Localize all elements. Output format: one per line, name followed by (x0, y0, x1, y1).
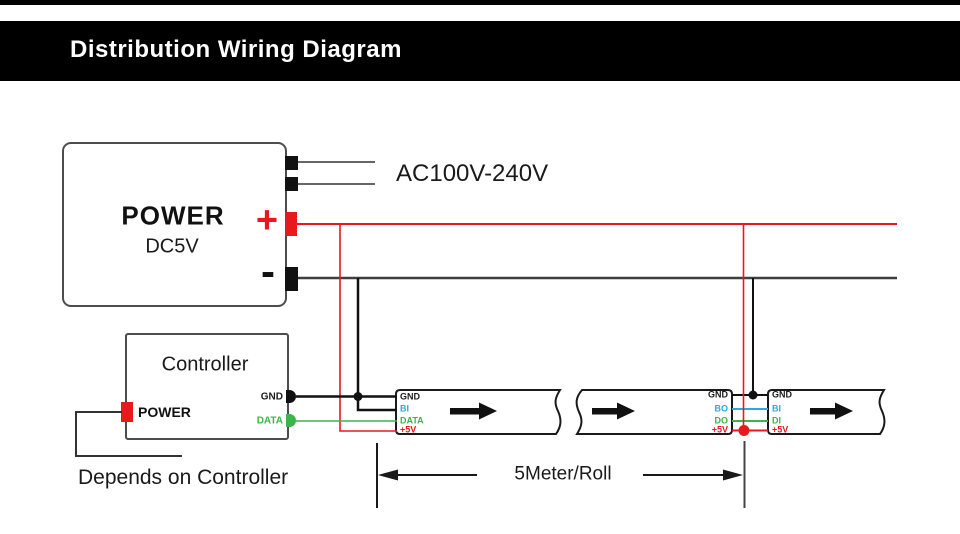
junction-dot-5v (738, 425, 750, 436)
junction-dot-gnd-1 (353, 392, 363, 401)
minus-symbol: - (261, 247, 275, 295)
page-title: Distribution Wiring Diagram (70, 35, 402, 63)
ac-input-label: AC100V-240V (396, 160, 549, 187)
strip1-pin-bi: BI (400, 403, 409, 414)
controller-power-wire (75, 411, 182, 457)
ground-branch-1-wire (356, 278, 397, 412)
ac-terminal-2 (285, 177, 298, 191)
strip3-pin-gnd: GND (772, 389, 792, 400)
strip2-pin-bo: BO (714, 403, 729, 414)
str3-pin-5v: +5V (772, 424, 789, 434)
strip1-pin-data: DATA (400, 415, 424, 425)
negative-terminal (285, 267, 298, 291)
plus-symbol: + (255, 199, 279, 242)
arrow-right-icon-1 (450, 402, 497, 420)
arrow-right-icon-2 (592, 402, 635, 420)
led-strip-segment-2 (575, 389, 733, 435)
controller-power-terminal (121, 402, 133, 422)
strip2-pin-do: DO (714, 415, 729, 425)
strip2-pin-5v: +5V (711, 424, 728, 434)
strip1-pin-gnd: GND (400, 391, 420, 401)
strip2-pin-gnd: GND (708, 389, 728, 400)
ac-terminal-1 (285, 156, 298, 170)
junction-dot-gnd-2 (748, 390, 758, 400)
controller-label: Controller (161, 353, 249, 376)
controller-power-label: POWER (138, 404, 191, 420)
positive-branch-1-wire (339, 224, 397, 432)
strip1-pin-5v: +5V (400, 424, 417, 434)
controller-data-pin-label: DATA (256, 415, 283, 427)
dimension-arrowhead-right-icon (723, 469, 743, 481)
power-supply-voltage: DC5V (145, 235, 199, 258)
strip3-pin-bi: BI (772, 403, 781, 414)
controller-gnd-pin (286, 390, 296, 403)
controller-gnd-pin-label: GND (260, 391, 283, 403)
strip3-pin-di: DI (772, 415, 781, 425)
power-supply-label: POWER (121, 200, 225, 231)
positive-terminal (285, 212, 297, 236)
controller-note: Depends on Controller (78, 466, 289, 489)
controller-box (125, 333, 289, 440)
roll-length-label: 5Meter/Roll (514, 463, 612, 485)
controller-data-pin (286, 414, 296, 427)
title-bar (0, 21, 960, 81)
power-supply-box (62, 142, 287, 307)
dimension-arrowhead-left-icon (378, 469, 398, 481)
arrow-right-icon-3 (810, 402, 853, 420)
top-border (0, 0, 960, 5)
